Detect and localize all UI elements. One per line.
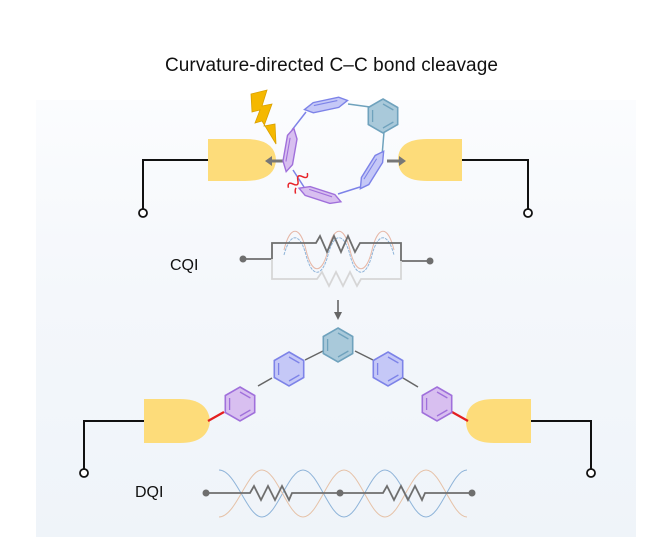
left-wire-top — [138, 159, 208, 218]
ring-bottom-purple — [296, 182, 344, 208]
cqi-node-right — [426, 257, 434, 265]
cqi-wave-orange — [283, 230, 395, 270]
anchor-bond-left — [207, 411, 225, 422]
right-electrode-top — [398, 139, 462, 181]
dqi-resistor-left — [206, 483, 340, 503]
lightning-bolt-icon — [250, 89, 277, 145]
ring-right-purple-linear — [421, 386, 453, 422]
ring-top-blue — [302, 94, 350, 116]
right-terminal-top — [523, 208, 533, 218]
ring-teal-top — [367, 98, 399, 134]
dqi-node-left — [202, 489, 210, 497]
left-terminal-bottom — [79, 468, 89, 478]
right-electrode-bottom — [466, 399, 531, 443]
bond-cleavage-wavy-icon — [287, 172, 309, 194]
left-electrode-top — [208, 139, 276, 181]
ring-right-blue-linear — [372, 351, 404, 387]
dqi-circuit — [202, 469, 476, 518]
dqi-resistor-right — [340, 483, 472, 503]
ring-right-blue — [355, 147, 389, 193]
ring-left-purple — [280, 126, 300, 174]
cqi-node-left — [239, 255, 247, 263]
dqi-wave-orange — [218, 469, 468, 518]
dqi-node-middle — [336, 489, 344, 497]
cqi-resistor-upper — [271, 233, 402, 261]
left-wire-bottom — [79, 420, 144, 478]
cqi-wave-blue — [283, 237, 395, 273]
cqi-resistor-lower — [271, 259, 402, 289]
ring-left-blue — [273, 351, 305, 387]
diagram-panel — [36, 100, 636, 537]
right-terminal-bottom — [586, 468, 596, 478]
dqi-node-right — [468, 489, 476, 497]
cqi-label: CQI — [170, 257, 199, 274]
arrow-right-icon — [387, 156, 406, 166]
diagram-title: Curvature-directed C–C bond cleavage — [164, 55, 499, 76]
arrow-left-icon — [265, 156, 284, 166]
left-terminal-top — [138, 208, 148, 218]
arrow-down-icon — [334, 300, 342, 320]
linear-molecule-bonds — [257, 350, 419, 388]
right-wire-top — [462, 159, 533, 218]
left-electrode-bottom — [144, 399, 210, 443]
dqi-label: DQI — [135, 484, 164, 501]
anchor-bond-right — [451, 411, 469, 422]
cqi-circuit — [239, 230, 434, 289]
ring-center-teal — [322, 327, 354, 363]
right-wire-bottom — [531, 420, 596, 478]
ring-left-purple-linear — [224, 386, 256, 422]
dqi-wave-blue — [218, 469, 468, 518]
